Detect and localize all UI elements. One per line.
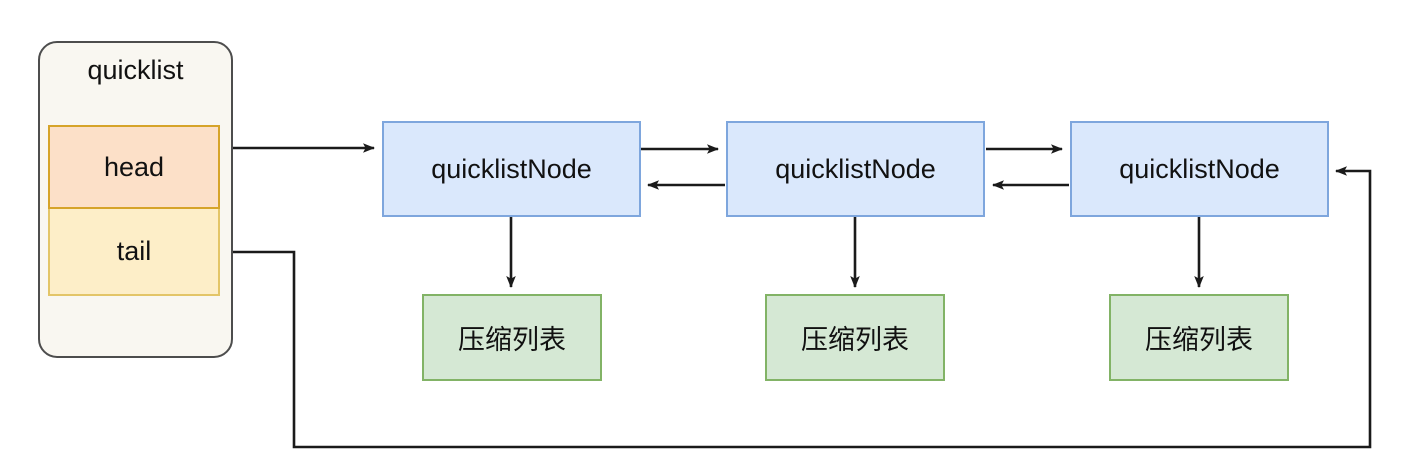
- quicklist-node-2[interactable]: quicklistNode: [726, 121, 985, 217]
- quicklist-node-1[interactable]: quicklistNode: [382, 121, 641, 217]
- ziplist-1[interactable]: 压缩列表: [422, 294, 602, 381]
- quicklist-field-head-label: head: [103, 151, 165, 182]
- quicklist-node-1-label: quicklistNode: [431, 153, 592, 184]
- quicklist-field-tail[interactable]: tail: [48, 209, 220, 296]
- quicklist-field-tail-label: tail: [116, 236, 152, 266]
- ziplist-2-label: 压缩列表: [801, 325, 909, 355]
- quicklist-field-head[interactable]: head: [48, 125, 220, 209]
- ziplist-3[interactable]: 压缩列表: [1109, 294, 1289, 381]
- quicklist-title: quicklist: [87, 55, 184, 85]
- quicklist-node-2-label: quicklistNode: [775, 153, 936, 184]
- ziplist-3-label: 压缩列表: [1145, 325, 1253, 355]
- quicklist-node-3[interactable]: quicklistNode: [1070, 121, 1329, 217]
- ziplist-2[interactable]: 压缩列表: [765, 294, 945, 381]
- quicklist-node-3-label: quicklistNode: [1119, 153, 1280, 184]
- ziplist-1-label: 压缩列表: [458, 325, 566, 355]
